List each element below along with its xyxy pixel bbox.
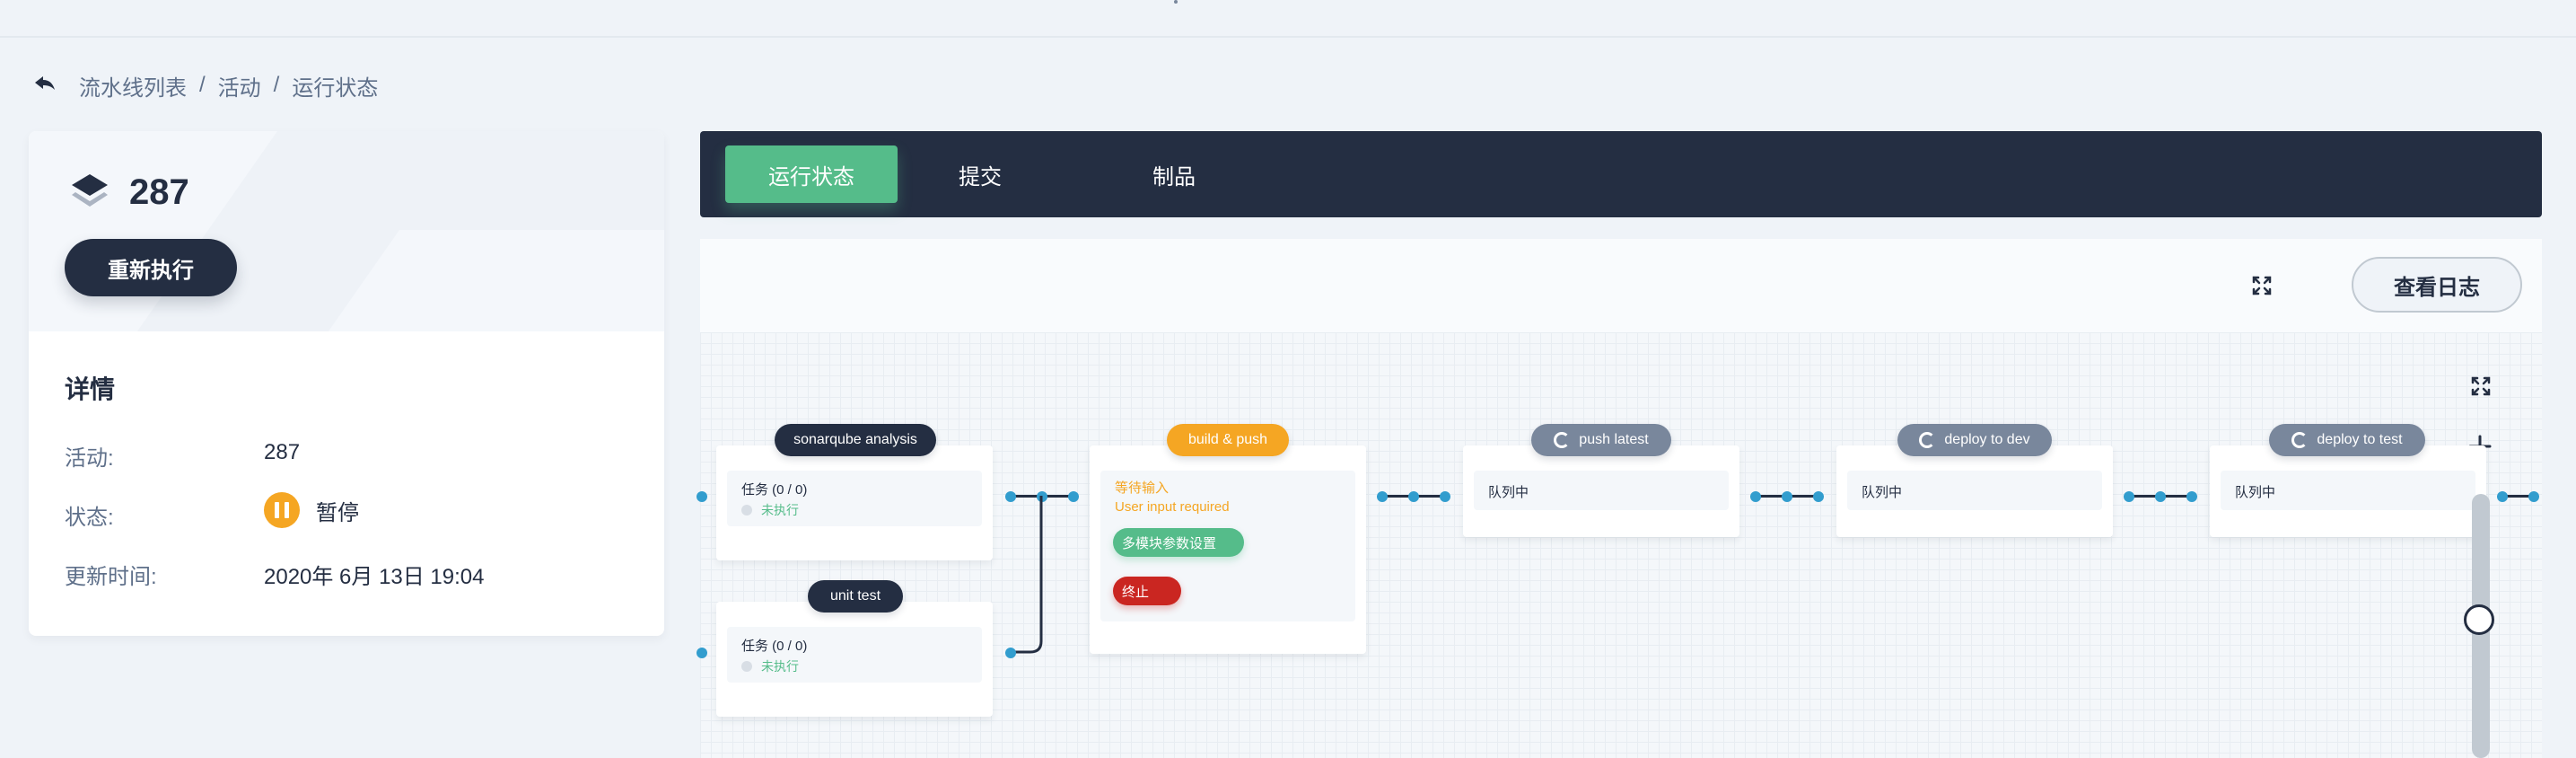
stage-card[interactable]: 任务 (0 / 0) 未执行 xyxy=(716,602,993,717)
zoom-slider-handle[interactable] xyxy=(2464,604,2494,635)
tab-run-status[interactable]: 运行状态 xyxy=(725,145,898,203)
run-detail-card: 287 重新执行 详情 活动: 287 状态: 暂停 更新时间: 2020年 6… xyxy=(29,131,664,636)
waiting-input-text: 等待输入 xyxy=(1115,480,1170,496)
task-status: 未执行 xyxy=(741,657,799,675)
task-count: 任务 (0 / 0) xyxy=(741,639,808,654)
spinner-icon xyxy=(1919,432,1936,448)
expand-icon[interactable] xyxy=(2251,275,2273,296)
breadcrumb-separator: / xyxy=(199,73,206,97)
stage-title-text: deploy to test xyxy=(2317,432,2403,447)
breadcrumb: 流水线列表 / 活动 / 运行状态 xyxy=(32,70,378,101)
expand-icon[interactable] xyxy=(2470,375,2492,397)
top-caret xyxy=(1174,0,1178,4)
queue-status: 队列中 xyxy=(1862,485,1903,500)
status-label: 状态: xyxy=(65,506,114,530)
stage-card[interactable]: 等待输入 User input required 多模块参数设置 终止 xyxy=(1090,445,1366,654)
stage-title[interactable]: deploy to dev xyxy=(1897,424,2052,456)
connector-dot xyxy=(1813,491,1824,502)
task-status-text: 未执行 xyxy=(761,659,799,674)
connector-line xyxy=(2502,495,2538,498)
breadcrumb-activity[interactable]: 活动 xyxy=(217,75,261,101)
stage-card[interactable]: 队列中 xyxy=(1836,445,2113,537)
rerun-button[interactable]: 重新执行 xyxy=(65,239,237,296)
connector-dot xyxy=(1408,491,1419,502)
stage-title[interactable]: sonarqube analysis xyxy=(775,424,936,456)
connector-dot xyxy=(1782,491,1792,502)
connector-dot xyxy=(1005,648,1016,658)
details-title: 详情 xyxy=(65,375,116,403)
stage-title-text: push latest xyxy=(1579,432,1649,447)
connector-dot xyxy=(2497,491,2508,502)
tab-artifacts[interactable]: 制品 xyxy=(1152,164,1196,190)
layers-icon xyxy=(72,174,108,207)
proceed-label: 多模块参数设置 xyxy=(1122,535,1217,551)
tab-bar: 运行状态 提交 制品 xyxy=(700,131,2542,217)
stage-title[interactable]: deploy to test xyxy=(2269,424,2425,456)
connector-dot xyxy=(2528,491,2539,502)
run-number: 287 xyxy=(129,172,189,212)
connector-dot xyxy=(2155,491,2166,502)
tab-commits[interactable]: 提交 xyxy=(959,164,1002,190)
status-icon xyxy=(741,505,752,516)
input-box: 等待输入 User input required 多模块参数设置 终止 xyxy=(1100,471,1355,621)
spinner-icon xyxy=(2291,432,2309,448)
pause-icon xyxy=(264,492,300,528)
pipeline-canvas xyxy=(700,332,2542,758)
task-box: 任务 (0 / 0) 未执行 xyxy=(727,471,982,526)
stage-title[interactable]: push latest xyxy=(1531,424,1671,456)
top-divider xyxy=(0,36,2576,38)
status-value: 暂停 xyxy=(264,492,359,528)
spinner-icon xyxy=(1554,432,1571,448)
stage-card[interactable]: 任务 (0 / 0) 未执行 xyxy=(716,445,993,560)
stage-card[interactable]: 队列中 xyxy=(2210,445,2486,537)
breadcrumb-current: 运行状态 xyxy=(292,75,379,101)
activity-label: 活动: xyxy=(65,446,114,471)
connector-dot xyxy=(2186,491,2197,502)
back-arrow-icon[interactable] xyxy=(32,73,57,98)
queue-box: 队列中 xyxy=(1847,471,2102,510)
proceed-button[interactable]: 多模块参数设置 xyxy=(1113,528,1244,557)
task-box: 任务 (0 / 0) 未执行 xyxy=(727,627,982,683)
card-header: 287 重新执行 xyxy=(29,131,664,331)
connector-dot xyxy=(697,648,707,658)
stage-card[interactable]: 队列中 xyxy=(1463,445,1739,537)
merge-connector xyxy=(1011,496,1043,654)
task-status: 未执行 xyxy=(741,501,799,519)
stage-title-text: deploy to dev xyxy=(1944,432,2030,447)
connector-dot xyxy=(1377,491,1388,502)
abort-label: 终止 xyxy=(1122,584,1150,600)
status-icon xyxy=(741,661,752,672)
stage-title[interactable]: build & push xyxy=(1167,424,1289,456)
connector-dot xyxy=(2124,491,2134,502)
queue-box: 队列中 xyxy=(1474,471,1729,510)
breadcrumb-pipelines[interactable]: 流水线列表 xyxy=(79,75,187,101)
stage-title[interactable]: unit test xyxy=(808,580,903,613)
connector-dot xyxy=(1750,491,1761,502)
queue-status: 队列中 xyxy=(1488,485,1529,500)
activity-value: 287 xyxy=(264,440,301,464)
view-log-button[interactable]: 查看日志 xyxy=(2352,257,2522,313)
connector-dot xyxy=(697,491,707,502)
queue-status: 队列中 xyxy=(2235,485,2276,500)
abort-button[interactable]: 终止 xyxy=(1113,577,1181,605)
input-required-text: User input required xyxy=(1115,499,1230,515)
queue-box: 队列中 xyxy=(2221,471,2475,510)
task-count: 任务 (0 / 0) xyxy=(741,482,808,498)
breadcrumb-separator: / xyxy=(273,73,280,97)
connector-dot xyxy=(1068,491,1079,502)
connector-dot xyxy=(1005,491,1016,502)
status-text: 暂停 xyxy=(316,500,359,525)
updated-label: 更新时间: xyxy=(65,565,157,589)
connector-dot xyxy=(1440,491,1450,502)
updated-value: 2020年 6月 13日 19:04 xyxy=(264,565,485,589)
pipeline-toolbar xyxy=(700,239,2542,332)
task-status-text: 未执行 xyxy=(761,503,799,517)
